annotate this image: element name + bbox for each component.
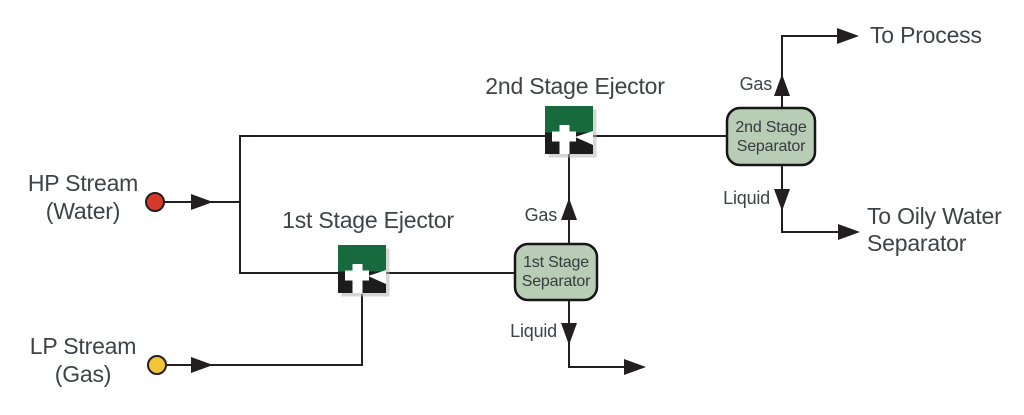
second-stage-ejector-icon: [545, 106, 597, 158]
first-separator-column-line: [568, 154, 632, 368]
first-stage-separator-label-line2: Separator: [521, 273, 591, 290]
first-stage-ejector-label: 1st Stage Ejector: [282, 207, 454, 233]
gas-first-flow-label: Gas: [524, 205, 558, 225]
second-stage-separator-label-line1: 2nd Stage: [735, 118, 807, 136]
first-stage-separator-vessel: [513, 242, 599, 302]
gas-second-up-arrow: [774, 74, 790, 96]
lp-stream-dot: [147, 355, 167, 375]
liquid-first-flow-label: Liquid: [510, 321, 557, 341]
hp-stream-label: HP Stream (Water): [6, 169, 160, 225]
to-oily-water-label-line2: Separator: [867, 230, 967, 256]
to-process-label: To Process: [870, 22, 982, 48]
hp-stream-dot: [145, 192, 165, 212]
lp-stream-label: LP Stream (Gas): [6, 332, 160, 388]
ejector-diffuser-cone: [368, 270, 386, 284]
to-oily-water-label-line1: To Oily Water: [867, 203, 1002, 229]
second-stage-ejector-label: 2nd Stage Ejector: [485, 73, 665, 99]
liquid-second-flow-label: Liquid: [723, 188, 770, 208]
first-stage-separator-label-line1: 1st Stage: [523, 254, 589, 271]
second-stage-separator-label: 2nd Stage Separator: [727, 108, 815, 165]
to-process-arrow: [837, 28, 859, 44]
ejector-nozzle-channel: [552, 131, 576, 142]
lp-inlet-arrow: [191, 357, 213, 373]
second-stage-separator-label-line2: Separator: [736, 137, 806, 155]
hp-stream-label-line2: (Water): [45, 198, 121, 224]
gas-second-flow-label: Gas: [739, 74, 773, 94]
ejector-diffuser-cone: [575, 131, 593, 145]
lp-suction-line: [167, 294, 363, 366]
gas-first-up-arrow: [561, 198, 577, 220]
first-stage-ejector-icon: [338, 245, 390, 297]
to-oily-water-separator-label: To Oily Water Separator: [867, 203, 1002, 257]
to-oily-water-arrow: [838, 224, 860, 240]
flow-arrowheads: [191, 28, 860, 375]
liquid-first-down-arrow: [561, 323, 577, 345]
lp-stream-label-line2: (Gas): [54, 361, 112, 387]
liquid-second-down-arrow: [774, 189, 790, 211]
second-stage-separator-vessel: [725, 106, 817, 167]
lp-stream-label-line1: LP Stream: [29, 333, 137, 359]
liquid-first-outlet-arrow: [624, 359, 646, 375]
first-stage-separator-label: 1st Stage Separator: [515, 244, 597, 300]
ejector-nozzle-channel: [345, 270, 369, 281]
hp-stream-label-line1: HP Stream: [27, 170, 139, 196]
hp-inlet-arrow: [191, 194, 213, 210]
